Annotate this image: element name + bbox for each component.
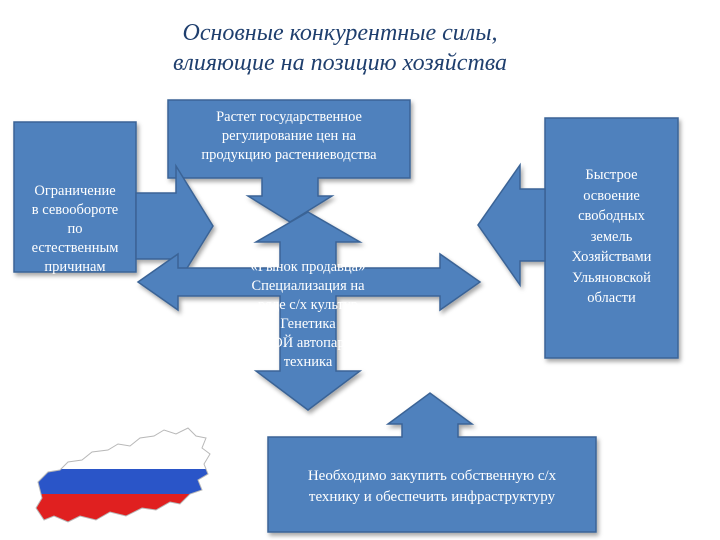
right-arrow: [477, 162, 546, 288]
top-box-line-1: Растет государственное: [216, 109, 362, 125]
top-callout-arrow: [167, 99, 411, 223]
russia-flag-map-icon: [35, 427, 211, 523]
title-line-1: Основные конкурентные силы,: [182, 20, 498, 46]
left-box: [13, 121, 137, 273]
top-box-line-2: регулирование цен на: [221, 128, 357, 144]
left-box-text: Ограничение в севообороте по естественны…: [14, 182, 136, 277]
center-line-5: СВОЙ автопарк и: [252, 335, 364, 351]
right-box-line-7: области: [587, 290, 636, 306]
right-box-text: Быстрое освоение свободных земель Хозяйс…: [545, 165, 678, 309]
right-box-line-3: свободных: [578, 208, 645, 224]
right-box-line-5: Хозяйствами: [571, 249, 652, 265]
right-box-line-4: земель: [590, 228, 633, 245]
left-arrow: [135, 163, 214, 289]
left-box-line-1: Ограничение: [34, 183, 116, 199]
right-box-line-1: Быстрое: [585, 167, 638, 183]
page-title: Основные конкурентные силы, влияющие на …: [60, 18, 620, 78]
right-box-line-6: Ульяновской: [572, 269, 651, 286]
center-line-2: Специализация на: [251, 278, 365, 294]
center-line-6: техника: [283, 354, 333, 370]
bottom-box-line-1: Необходимо закупить собственную с/х: [307, 468, 557, 484]
left-box-line-5: причинам: [44, 259, 106, 275]
left-box-line-2: в севообороте: [31, 202, 119, 218]
bottom-box-line-2: технику и обеспечить инфраструктуру: [308, 489, 556, 505]
bottom-box-text: Необходимо закупить собственную с/х техн…: [268, 466, 596, 508]
center-line-1: «Рынок продавца»: [250, 259, 366, 275]
center-line-4: Генетика: [280, 316, 336, 332]
title-line-2: влияющие на позицию хозяйства: [172, 50, 508, 76]
center-line-3: ряде с/х культур: [257, 297, 359, 313]
top-box-line-3: продукцию растениеводства: [201, 147, 377, 163]
right-box-line-2: освоение: [583, 187, 640, 204]
bottom-callout-arrow: [267, 392, 597, 533]
top-box-text: Растет государственное регулирование цен…: [168, 108, 410, 165]
center-quad-arrow: [136, 211, 482, 411]
left-box-line-3: по: [67, 221, 83, 237]
center-arrow-text: «Рынок продавца» Специализация на ряде с…: [240, 258, 376, 372]
left-box-line-4: естественным: [31, 240, 119, 256]
